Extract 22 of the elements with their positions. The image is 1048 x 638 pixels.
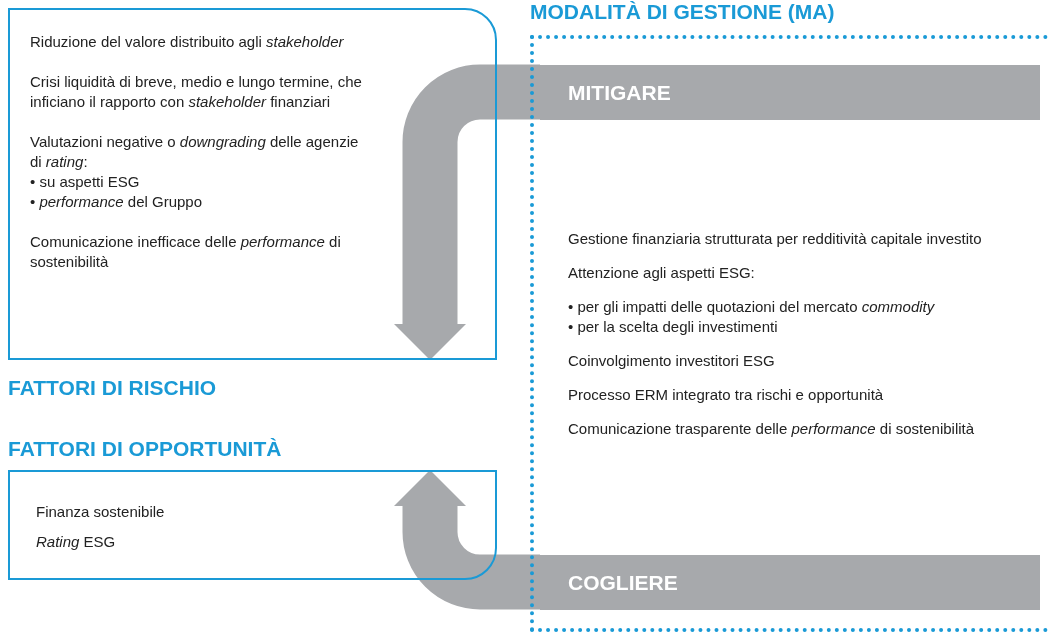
bullet-item: • su aspetti ESG — [30, 172, 141, 192]
action-band: COGLIERE — [540, 555, 1040, 610]
body-text: Coinvolgimento investitori ESG — [568, 351, 776, 371]
body-text: Valutazioni negative o downgrading delle agenzie di rating: — [30, 132, 360, 172]
body-text: Comunicazione inefficace delle performance di sostenibilità — [30, 232, 342, 272]
body-text: Attenzione agli aspetti ESG: — [568, 263, 756, 283]
body-text: Gestione finanziaria strutturata per redditività capitale investito — [568, 229, 983, 249]
bullet-item: • per gli impatti delle quotazioni del mercato commodity — [568, 297, 936, 317]
body-text: Crisi liquidità di breve, medio e lungo termine, che inficiano il rapporto con stakeholder finanziari — [30, 72, 363, 112]
bullet-item: • performance del Gruppo — [30, 192, 204, 212]
body-text: Riduzione del valore distribuito agli stakeholder — [30, 32, 345, 52]
body-text: Comunicazione trasparente delle performance di sostenibilità — [568, 419, 976, 439]
body-text: Processo ERM integrato tra rischi e opportunità — [568, 385, 885, 405]
section-heading: FATTORI DI RISCHIO — [8, 376, 217, 400]
body-text: Rating ESG — [36, 532, 117, 552]
section-heading: MODALITÀ DI GESTIONE (MA) — [530, 0, 835, 24]
body-text: Finanza sostenibile — [36, 502, 166, 522]
curved-arrow — [394, 470, 540, 610]
bullet-item: • per la scelta degli investimenti — [568, 317, 779, 337]
curved-arrow — [394, 64, 540, 360]
action-band: MITIGARE — [540, 65, 1040, 120]
section-heading: FATTORI DI OPPORTUNITÀ — [8, 437, 282, 461]
